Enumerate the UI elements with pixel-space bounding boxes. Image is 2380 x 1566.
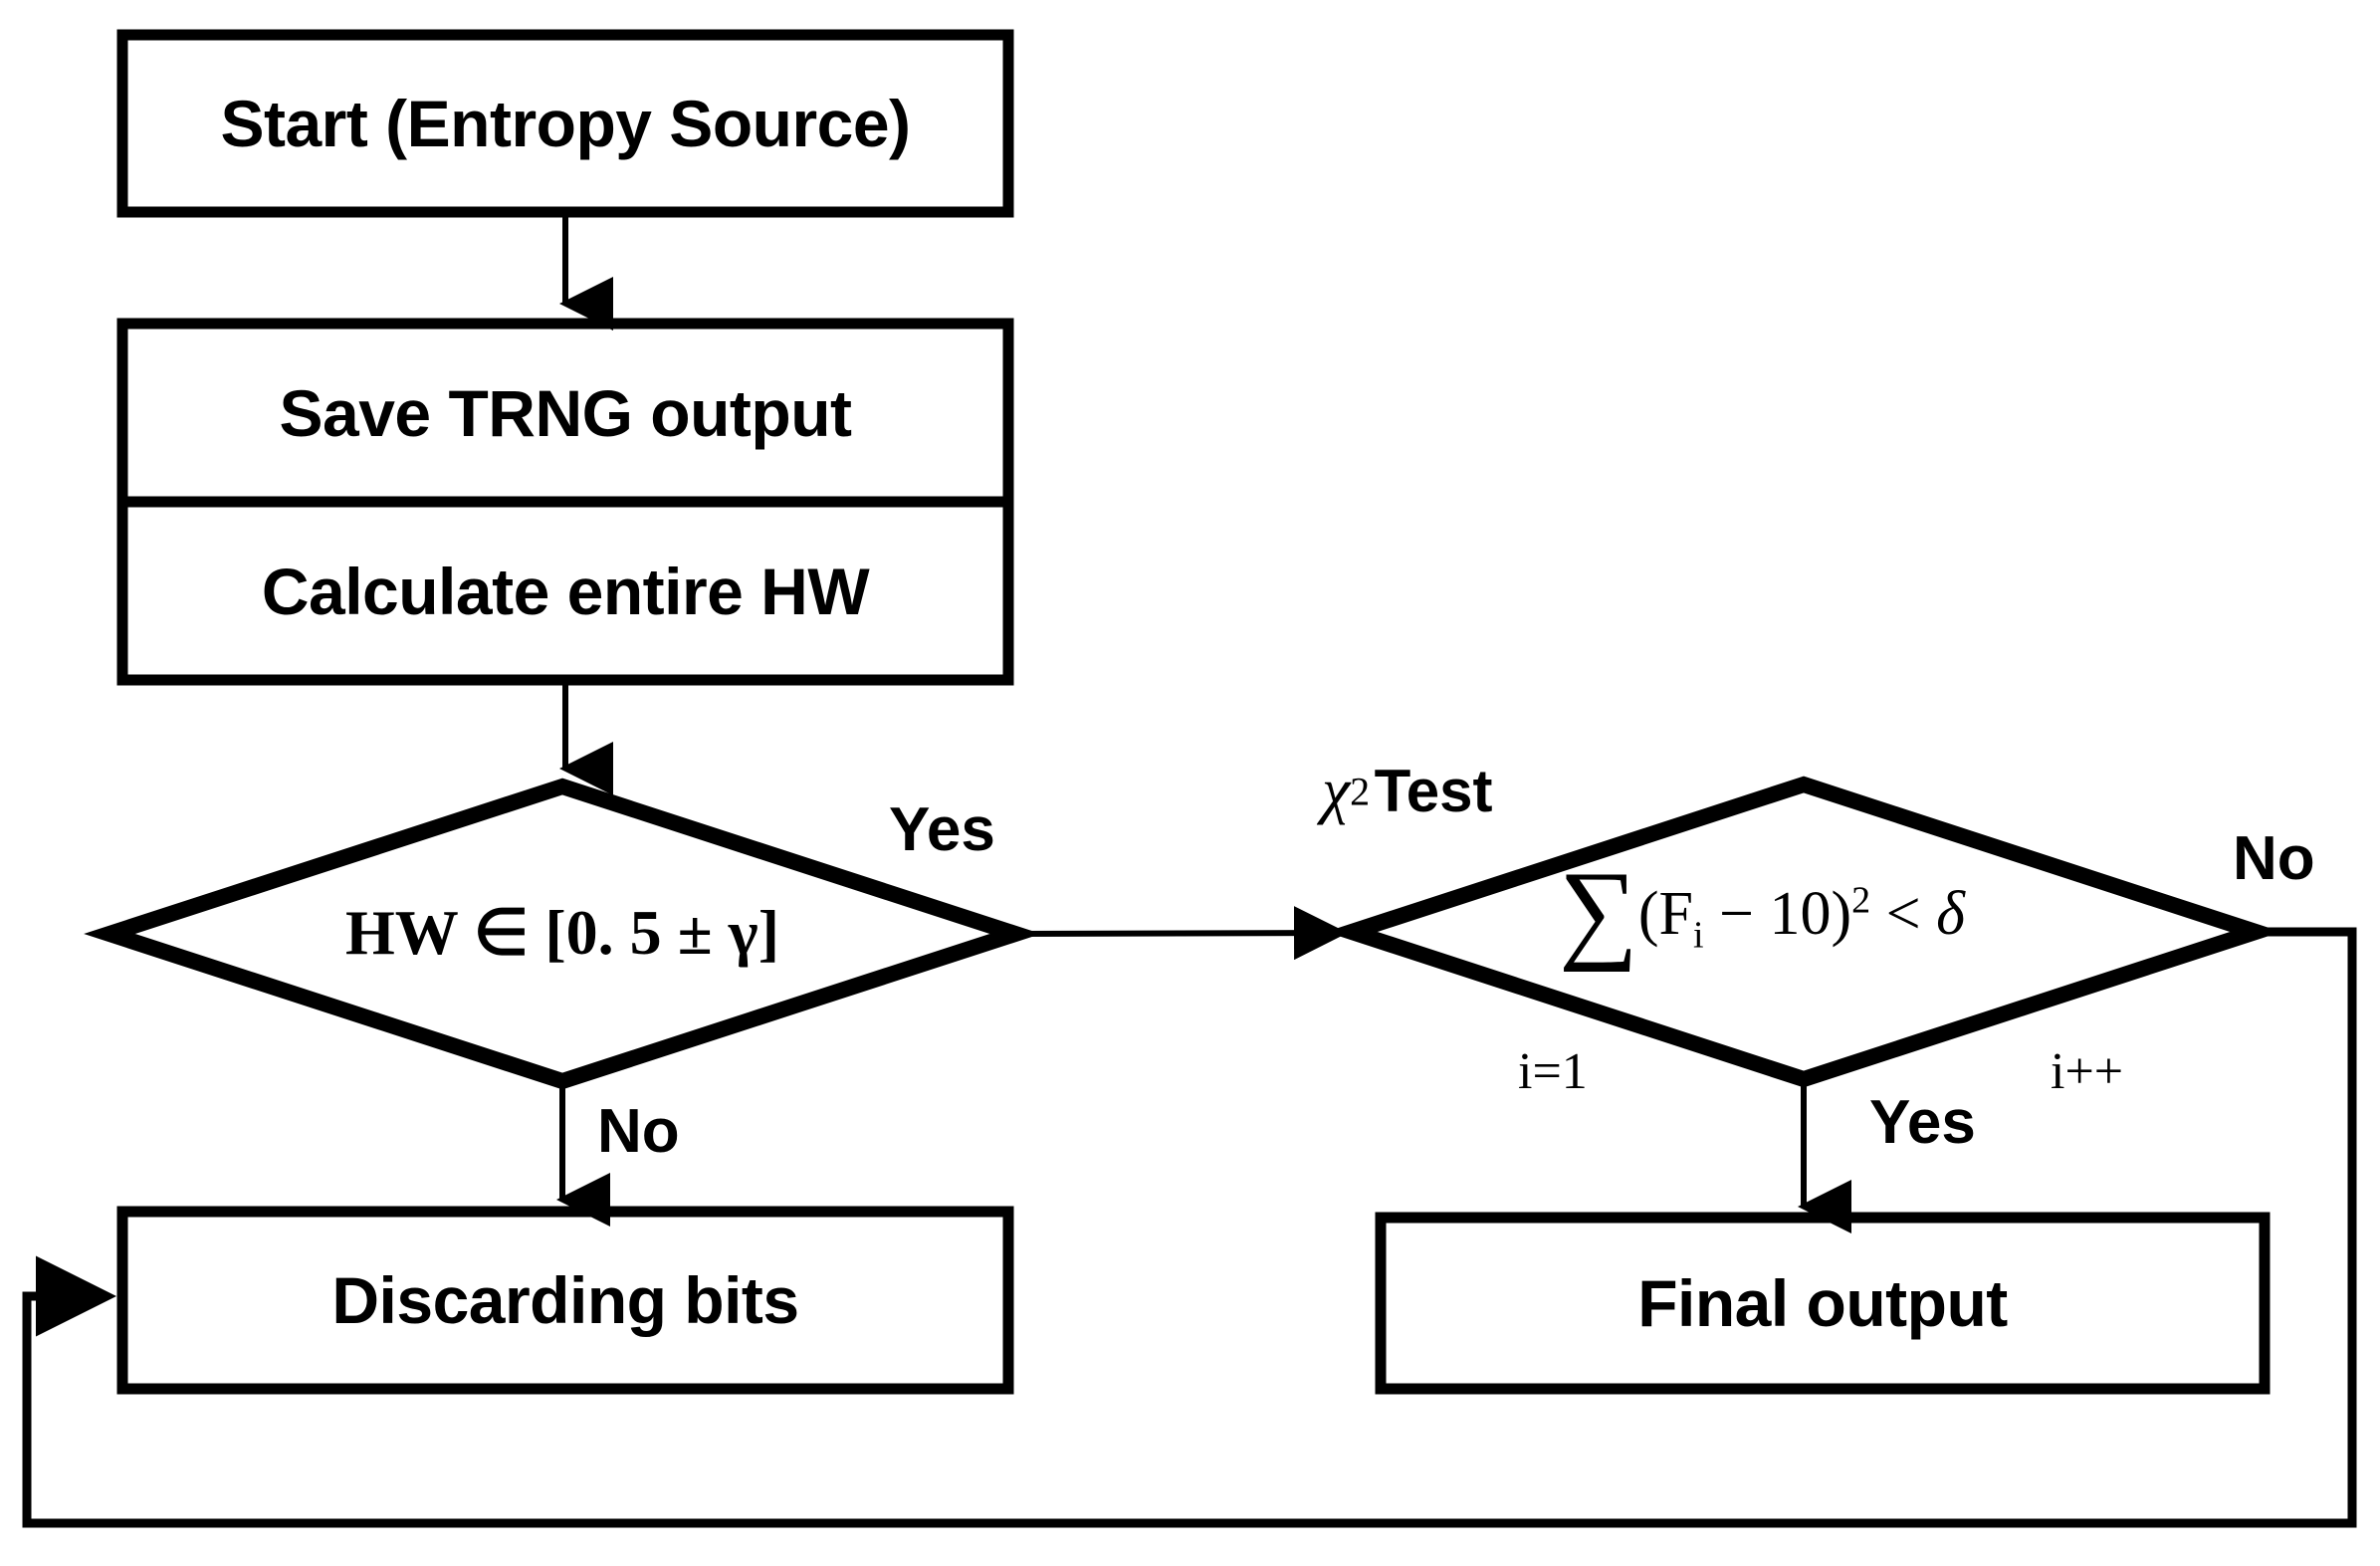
chi-test-word: Test xyxy=(1374,758,1493,824)
formula-threshold: δ xyxy=(1936,880,1965,948)
summation-symbol: ∑ xyxy=(1559,849,1638,973)
start-box-shape xyxy=(116,29,1014,218)
chi-exponent: 2 xyxy=(1350,769,1371,814)
chi-symbol: χ xyxy=(1322,755,1351,825)
edge-label-chi-no: No xyxy=(2233,824,2315,893)
chi-square-test-title: χ2 Test xyxy=(1322,754,1493,827)
formula-comparison: < xyxy=(1870,880,1937,948)
formula-mid: − 10) xyxy=(1703,880,1852,948)
summation-increment: i++ xyxy=(2051,1043,2124,1100)
edge-label-chi-yes: Yes xyxy=(1869,1088,1976,1157)
formula-exponent: 2 xyxy=(1851,879,1871,922)
summation-lower-limit: i=1 xyxy=(1518,1043,1588,1100)
final-box-shape xyxy=(1375,1212,2271,1395)
edge-hw-yes-to-chi xyxy=(1014,906,1348,961)
edge-chi-no-feedback xyxy=(22,927,2357,1528)
formula-open: (F xyxy=(1637,880,1693,948)
edge-label-hw-yes: Yes xyxy=(889,795,995,864)
chi-decision-formula: ∑(Fi − 10)2 < δ xyxy=(1559,855,1965,967)
discard-box-shape xyxy=(116,1206,1014,1395)
hw-decision-label: HW ∈ [0. 5 ± γ] xyxy=(344,897,780,968)
edge-label-hw-no: No xyxy=(597,1097,680,1166)
formula-subscript: i xyxy=(1692,914,1704,957)
